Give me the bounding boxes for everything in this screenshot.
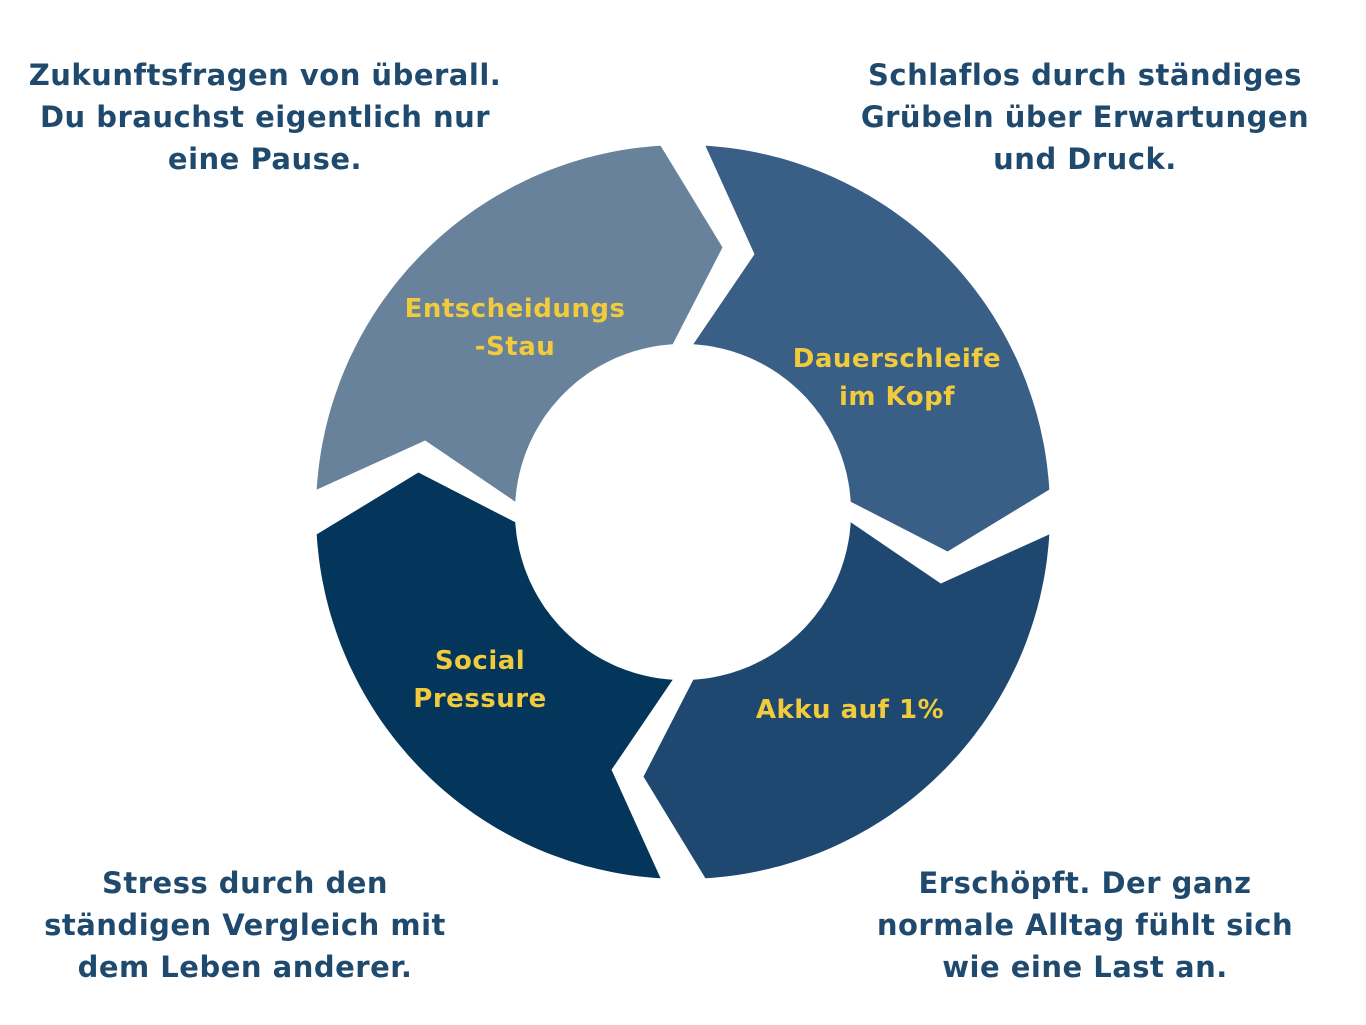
note-bottom-left: Stress durch den ständigen Vergleich mit… — [0, 862, 505, 988]
label-line: im Kopf — [838, 382, 956, 412]
note-top-right: Schlaflos durch ständiges Grübeln über E… — [825, 54, 1345, 180]
segment-label-dauerschleife: Dauerschleife im Kopf — [747, 340, 1047, 416]
label-line: Entscheidungs — [404, 294, 626, 324]
note-line: Du brauchst eigentlich nur — [39, 100, 491, 134]
segment-dauerschleife — [693, 145, 1050, 552]
segment-label-akku: Akku auf 1% — [700, 691, 1000, 729]
note-line: Zukunftsfragen von überall. — [28, 58, 502, 92]
label-line: -Stau — [474, 332, 556, 362]
label-line: Social — [434, 646, 526, 676]
label-line: Akku auf 1% — [755, 695, 945, 725]
note-top-left: Zukunftsfragen von überall. Du brauchst … — [5, 54, 525, 180]
label-line: Dauerschleife — [792, 344, 1002, 374]
segment-akku — [643, 522, 1050, 879]
note-line: Erschöpft. Der ganz — [918, 866, 1252, 900]
segment-label-entscheidungs-stau: Entscheidungs -Stau — [365, 290, 665, 366]
note-line: dem Leben anderer. — [77, 950, 413, 984]
label-line: Pressure — [413, 684, 547, 714]
note-bottom-right: Erschöpft. Der ganz normale Alltag fühlt… — [825, 862, 1345, 988]
note-line: ständigen Vergleich mit — [44, 908, 446, 942]
note-line: Stress durch den — [101, 866, 389, 900]
note-line: wie eine Last an. — [942, 950, 1228, 984]
note-line: Schlaflos durch ständiges — [868, 58, 1302, 92]
segment-social-pressure — [316, 472, 673, 879]
segment-entscheidungs-stau — [316, 145, 723, 502]
note-line: und Druck. — [993, 142, 1177, 176]
note-line: eine Pause. — [167, 142, 363, 176]
segment-label-social-pressure: Social Pressure — [330, 642, 630, 718]
note-line: Grübeln über Erwartungen — [860, 100, 1310, 134]
note-line: normale Alltag fühlt sich — [876, 908, 1294, 942]
